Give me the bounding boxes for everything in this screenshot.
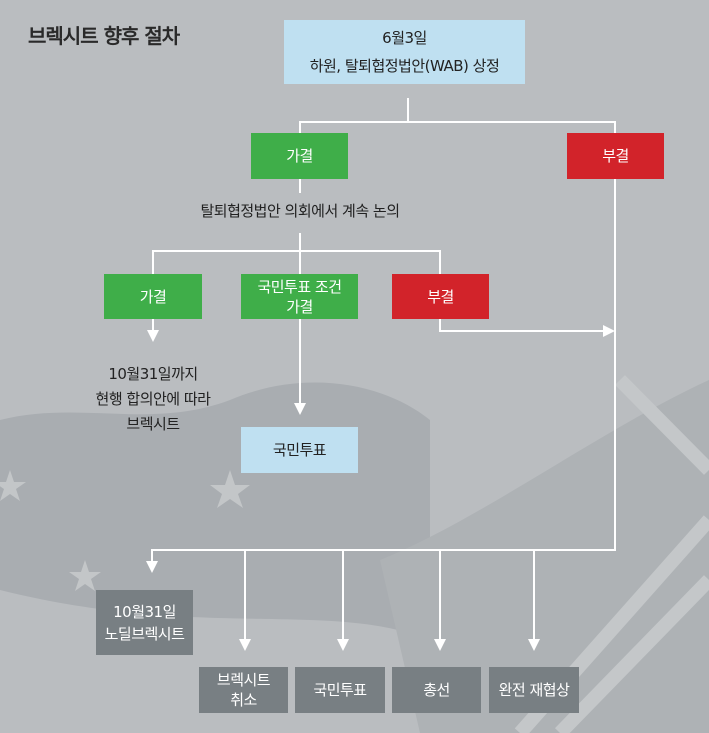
no-deal-date: 10월31일 bbox=[113, 602, 176, 621]
cancel-line2: 취소 bbox=[230, 691, 257, 709]
diagram-title: 브렉시트 향후 절차 bbox=[28, 24, 180, 48]
second-referendum-box: 국민투표 bbox=[295, 667, 385, 713]
pass-result-text: 10월31일까지 현행 합의안에 따라 브렉시트 bbox=[63, 362, 243, 437]
start-box: 6월3일 하원, 탈퇴협정법안(WAB) 상정 bbox=[284, 20, 525, 84]
start-date: 6월3일 bbox=[382, 29, 427, 47]
start-description: 하원, 탈퇴협정법안(WAB) 상정 bbox=[309, 57, 500, 75]
first-vote-pass: 가결 bbox=[251, 133, 348, 179]
first-vote-fail: 부결 bbox=[567, 133, 664, 179]
renegotiation-box: 완전 재협상 bbox=[489, 667, 579, 713]
conditional-line1: 국민투표 조건 bbox=[257, 277, 342, 296]
second-vote-fail: 부결 bbox=[392, 274, 489, 319]
no-deal-brexit-box: 10월31일 노딜브렉시트 bbox=[96, 590, 193, 655]
no-deal-label: 노딜브렉시트 bbox=[104, 624, 185, 643]
cancel-line1: 브렉시트 bbox=[216, 671, 271, 689]
second-vote-pass: 가결 bbox=[104, 274, 202, 319]
conditional-line2: 가결 bbox=[286, 297, 313, 316]
pass-result-line1: 10월31일까지 bbox=[108, 365, 198, 383]
referendum-box: 국민투표 bbox=[241, 427, 358, 473]
brexit-cancel-box: 브렉시트 취소 bbox=[199, 667, 288, 713]
pass-result-line2: 현행 합의안에 따라 bbox=[95, 390, 211, 408]
pass-result-line3: 브렉시트 bbox=[126, 415, 180, 433]
general-election-box: 총선 bbox=[392, 667, 481, 713]
continue-text: 탈퇴협정법안 의회에서 계속 논의 bbox=[200, 202, 400, 220]
second-vote-conditional-pass: 국민투표 조건 가결 bbox=[241, 274, 358, 319]
